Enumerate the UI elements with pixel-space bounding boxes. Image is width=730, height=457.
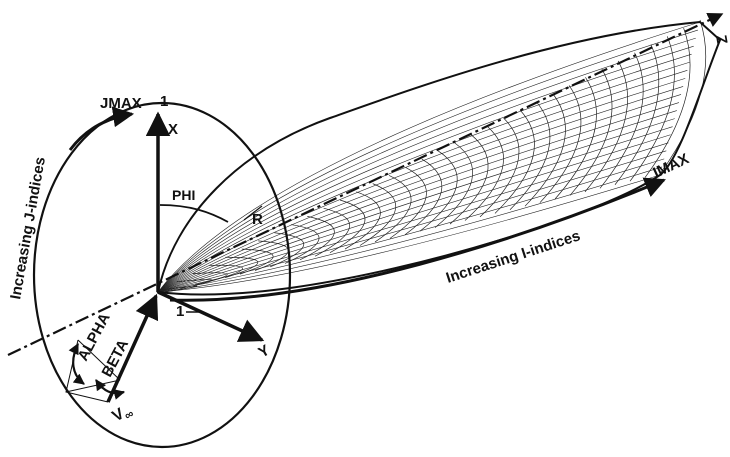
mesh-generator-line (157, 53, 692, 293)
bottom-one-label: 1 (176, 303, 184, 320)
mesh-hoop-line (554, 77, 597, 200)
j-index-circle (32, 101, 292, 449)
beta-arc (95, 379, 126, 400)
mesh-hoop-line (239, 248, 274, 275)
alpha-arc (68, 343, 85, 385)
mesh-hoop-line (494, 109, 535, 214)
mesh-hoop-line (419, 150, 458, 232)
mesh-hoop-line (524, 93, 566, 207)
mesh-hoop-line (344, 191, 381, 250)
top-one-label: 1 (160, 93, 168, 110)
mesh-generator-line (157, 142, 669, 293)
mesh-hoop-line (599, 52, 644, 189)
mesh-hoop-line (644, 28, 691, 178)
phi-arc (159, 204, 229, 223)
mesh-hoop-line (629, 36, 675, 182)
increasing-j-arrow (68, 106, 135, 151)
phi-label: PHI (172, 187, 195, 203)
mesh-generator-line (157, 126, 673, 293)
mesh-hoop-line (329, 199, 366, 253)
mesh-hoop-line (509, 101, 551, 211)
mesh-hoop-line (374, 175, 412, 243)
mesh-generator-line (157, 150, 667, 293)
mesh-generator-line (157, 61, 690, 293)
mesh-generator-line (157, 102, 680, 293)
mesh-hoop-line (284, 224, 320, 264)
mesh-hoop-line (569, 68, 613, 196)
mesh-hoop-line (404, 158, 443, 236)
body-surface-mesh (157, 19, 707, 293)
z-axis-label: Z (712, 34, 730, 46)
r-label: R (252, 211, 263, 228)
y-axis-label: Y (256, 342, 273, 362)
z-axis-line (7, 13, 724, 356)
mesh-generator-line (157, 37, 696, 293)
mesh-hoop-line (192, 272, 228, 286)
mesh-hoop-line (464, 126, 504, 221)
mesh-generator-line (157, 78, 686, 293)
mesh-generator-line (157, 86, 684, 293)
v-symbol-label: V∞ (110, 401, 137, 428)
body-outline (156, 20, 722, 296)
increasing-j-label: Increasing J-indices (7, 156, 49, 301)
jmax-label: JMAX (100, 95, 142, 112)
mesh-generator-line (157, 21, 701, 293)
mesh-generator-line (157, 158, 665, 293)
mesh-hoop-line (539, 85, 582, 203)
increasing-i-arrow (169, 177, 666, 302)
x-axis-label: X (168, 121, 178, 138)
mesh-hoop-line (614, 44, 660, 185)
mesh-generator-line (157, 174, 661, 293)
mesh-hoop-line (479, 117, 520, 218)
mesh-hoop-line (359, 183, 397, 246)
mesh-hoop-line (314, 207, 351, 257)
mesh-generator-line (157, 134, 671, 293)
mesh-generator-line (157, 29, 698, 293)
r-leader (243, 205, 263, 221)
mesh-generator-line (157, 118, 675, 293)
mesh-hoop-line (584, 60, 628, 193)
mesh-generator-line (157, 94, 682, 293)
mesh-generator-line (157, 166, 663, 293)
mesh-generator-line (157, 45, 694, 293)
mesh-generator-line (157, 110, 677, 293)
imax-label: IMAX (651, 150, 692, 181)
